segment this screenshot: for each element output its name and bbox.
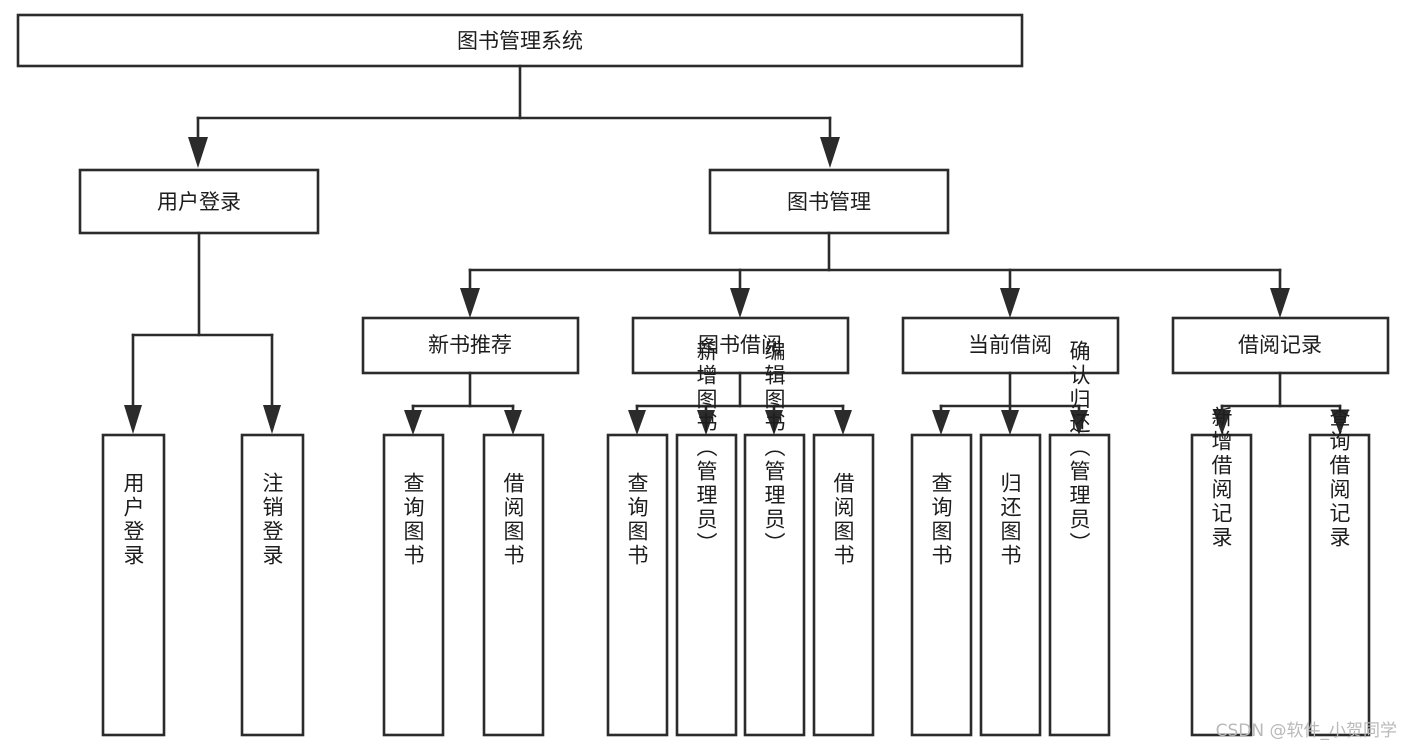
leaf-return-book[interactable]: 归还图书 bbox=[979, 433, 1042, 737]
leaf-query-book-1[interactable]: 查询图书 bbox=[382, 433, 445, 737]
leaf-borrow-book-2[interactable]: 借阅图书 bbox=[812, 433, 875, 737]
leaf-query-book-2-label: 查询图书 bbox=[625, 472, 649, 568]
connector-borrow-record-to-leaves bbox=[1213, 371, 1349, 435]
leaf-query-book-3[interactable]: 查询图书 bbox=[910, 433, 973, 737]
arrow-head-icon bbox=[932, 410, 950, 435]
connector-book-borrow-to-leaves bbox=[628, 371, 852, 435]
connector-book-manage-to-level3 bbox=[460, 231, 1290, 318]
node-user-login-label: 用户登录 bbox=[157, 190, 241, 214]
leaf-borrow-book-1-label: 借阅图书 bbox=[501, 472, 525, 568]
node-book-manage-label: 图书管理 bbox=[787, 190, 871, 214]
node-book-borrow-label: 图书借阅 bbox=[698, 333, 782, 357]
node-new-book-recommend-label: 新书推荐 bbox=[428, 333, 512, 357]
node-current-borrow-label: 当前借阅 bbox=[968, 333, 1052, 357]
arrow-head-icon bbox=[628, 410, 646, 435]
leaf-user-logout-box[interactable] bbox=[240, 433, 305, 737]
arrow-head-icon bbox=[263, 405, 281, 434]
node-new-book-recommend[interactable]: 新书推荐 bbox=[361, 316, 580, 375]
arrow-head-icon bbox=[820, 137, 840, 168]
node-book-manage-box[interactable] bbox=[708, 168, 950, 235]
arrow-head-icon bbox=[188, 137, 208, 168]
arrow-head-icon bbox=[1270, 288, 1290, 318]
connector-current-borrow-to-leaves bbox=[932, 371, 1088, 435]
leaf-user-login-box[interactable] bbox=[101, 433, 166, 737]
leaf-confirm-return-label: 确认归还（管理员） bbox=[1067, 340, 1091, 556]
leaf-user-logout-label: 注销登录 bbox=[260, 472, 284, 568]
connector-root-to-level2 bbox=[188, 64, 840, 168]
connector-user-login-to-leaves bbox=[124, 231, 281, 434]
leaf-query-record[interactable]: 查询借阅记录 bbox=[1308, 406, 1371, 737]
connector-new-book-recommend-to-leaves bbox=[404, 371, 522, 435]
leaf-edit-book-box[interactable] bbox=[743, 433, 806, 737]
arrow-head-icon bbox=[504, 410, 522, 435]
node-borrow-record-label: 借阅记录 bbox=[1238, 333, 1322, 357]
arrow-head-icon bbox=[765, 410, 783, 435]
leaf-query-book-2[interactable]: 查询图书 bbox=[606, 433, 669, 737]
leaf-query-book-1-box[interactable] bbox=[382, 433, 445, 737]
leaf-query-book-1-label: 查询图书 bbox=[401, 472, 425, 568]
node-current-borrow[interactable]: 当前借阅 bbox=[901, 316, 1120, 375]
arrow-head-icon bbox=[1331, 410, 1349, 435]
leaf-add-book-label: 新增图书（管理员） bbox=[694, 340, 718, 556]
leaf-query-record-label: 查询借阅记录 bbox=[1327, 406, 1351, 550]
leaf-edit-book[interactable]: 编辑图书（管理员） bbox=[743, 340, 806, 737]
leaf-add-record-box[interactable] bbox=[1190, 433, 1253, 737]
node-book-manage[interactable]: 图书管理 bbox=[708, 168, 950, 235]
node-user-login[interactable]: 用户登录 bbox=[78, 168, 320, 235]
node-root-label: 图书管理系统 bbox=[457, 29, 583, 53]
arrow-head-icon bbox=[697, 410, 715, 435]
leaf-add-record[interactable]: 新增借阅记录 bbox=[1190, 406, 1253, 737]
leaf-add-book[interactable]: 新增图书（管理员） bbox=[675, 340, 738, 737]
leaf-add-record-label: 新增借阅记录 bbox=[1209, 406, 1233, 550]
arrow-head-icon bbox=[834, 410, 852, 435]
node-book-borrow[interactable]: 图书借阅 bbox=[631, 316, 850, 375]
leaf-user-login-label: 用户登录 bbox=[121, 472, 145, 568]
arrow-head-icon bbox=[1213, 410, 1231, 435]
node-book-borrow-box[interactable] bbox=[631, 316, 850, 375]
leaf-return-book-box[interactable] bbox=[979, 433, 1042, 737]
leaf-query-book-3-label: 查询图书 bbox=[929, 472, 953, 568]
leaf-edit-book-label: 编辑图书（管理员） bbox=[762, 340, 786, 556]
leaf-query-book-2-box[interactable] bbox=[606, 433, 669, 737]
arrow-head-icon bbox=[1070, 410, 1088, 435]
node-root-box[interactable] bbox=[16, 13, 1024, 68]
leaf-borrow-book-2-label: 借阅图书 bbox=[831, 472, 855, 568]
leaf-add-book-box[interactable] bbox=[675, 433, 738, 737]
node-borrow-record[interactable]: 借阅记录 bbox=[1171, 316, 1390, 375]
arrow-head-icon bbox=[124, 405, 142, 434]
leaf-borrow-book-1-box[interactable] bbox=[482, 433, 545, 737]
leaf-return-book-label: 归还图书 bbox=[998, 472, 1022, 568]
leaf-borrow-book-2-box[interactable] bbox=[812, 433, 875, 737]
leaf-confirm-return-box[interactable] bbox=[1048, 433, 1111, 737]
arrow-head-icon bbox=[1000, 288, 1020, 318]
node-borrow-record-box[interactable] bbox=[1171, 316, 1390, 375]
leaf-borrow-book-1[interactable]: 借阅图书 bbox=[482, 433, 545, 737]
arrow-head-icon bbox=[404, 410, 422, 435]
leaf-query-book-3-box[interactable] bbox=[910, 433, 973, 737]
node-root[interactable]: 图书管理系统 bbox=[16, 13, 1024, 68]
node-new-book-recommend-box[interactable] bbox=[361, 316, 580, 375]
arrow-head-icon bbox=[730, 288, 750, 318]
arrow-head-icon bbox=[460, 288, 480, 318]
node-current-borrow-box[interactable] bbox=[901, 316, 1120, 375]
leaf-confirm-return[interactable]: 确认归还（管理员） bbox=[1048, 340, 1111, 737]
leaf-user-login[interactable]: 用户登录 bbox=[101, 433, 166, 737]
leaf-user-logout[interactable]: 注销登录 bbox=[240, 433, 305, 737]
arrow-head-icon bbox=[1001, 410, 1019, 435]
leaf-query-record-box[interactable] bbox=[1308, 433, 1371, 737]
